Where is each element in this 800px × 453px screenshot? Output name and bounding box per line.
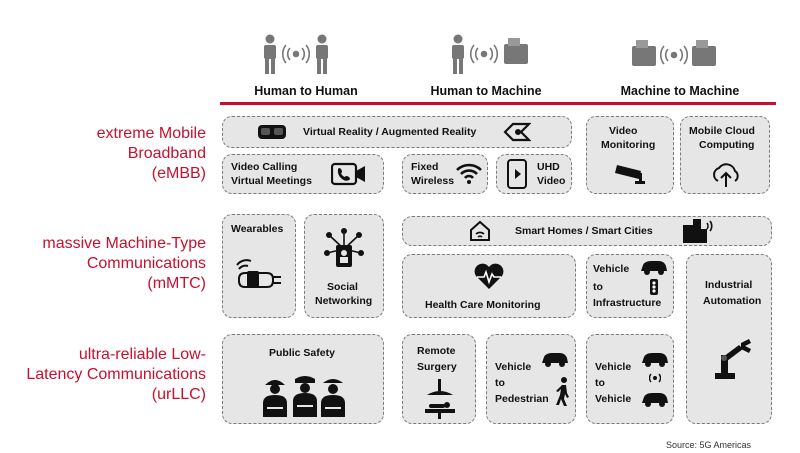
machine-to-machine-icon: [632, 40, 716, 66]
column-header-human-to-machine: Human to Machine: [430, 84, 542, 98]
category-urllc: ultra-reliable Low- Latency Communicatio…: [0, 345, 206, 409]
box-fixed-wireless: Fixed Wireless: [402, 154, 488, 194]
uhd-line-2: Video: [537, 175, 566, 187]
human-to-human-icon: [264, 34, 328, 74]
smartphone-video-icon: [507, 159, 527, 189]
box-v2i: Vehicle to Infrastructure: [586, 254, 674, 318]
v2p-line-2: to: [495, 377, 505, 389]
smartwatch-hand-icon: [236, 259, 281, 288]
car-icon: [641, 261, 667, 275]
box-industrial-automation: Industrial Automation: [686, 254, 772, 424]
signal-icon: [649, 373, 661, 383]
health-care-label: Health Care Monitoring: [425, 299, 541, 311]
social-line-1: Social: [327, 281, 358, 293]
video-monitoring-line-1: Video: [609, 125, 638, 137]
category-embb-line-2: Broadband: [127, 145, 206, 162]
box-video-monitoring: Video Monitoring: [586, 116, 674, 194]
box-v2p: Vehicle to Pedestrian: [486, 334, 576, 424]
industrial-line-2: Automation: [703, 295, 762, 307]
category-mmtc-line-1: massive Machine-Type: [42, 235, 206, 252]
box-video-calling: Video Calling Virtual Meetings: [222, 154, 384, 194]
video-calling-line-1: Video Calling: [231, 161, 298, 173]
video-calling-line-2: Virtual Meetings: [231, 175, 312, 187]
robot-arm-icon: [715, 339, 751, 379]
v2i-line-3: Infrastructure: [593, 297, 662, 309]
mobile-cloud-line-1: Mobile Cloud: [689, 125, 755, 137]
v2v-line-1: Vehicle: [595, 361, 632, 373]
mobile-cloud-line-2: Computing: [699, 139, 755, 151]
remote-surgery-line-2: Surgery: [417, 361, 457, 373]
v2v-line-3: Vehicle: [595, 393, 632, 405]
v2i-line-2: to: [593, 281, 603, 293]
category-embb-line-1: extreme Mobile: [96, 125, 206, 142]
category-embb-line-3: (eMBB): [151, 165, 206, 182]
box-wearables: Wearables: [222, 214, 296, 318]
smart-city-icon: [683, 219, 713, 243]
video-monitoring-line-2: Monitoring: [601, 139, 656, 151]
category-mmtc: massive Machine-Type Communications (mMT…: [0, 234, 206, 298]
box-mobile-cloud: Mobile Cloud Computing: [680, 116, 770, 194]
traffic-light-icon: [650, 279, 658, 295]
category-mmtc-line-3: (mMTC): [147, 275, 206, 292]
human-to-machine-icon: [452, 34, 528, 74]
category-urllc-line-2: Latency Communications: [26, 366, 206, 383]
header-divider: [220, 102, 776, 105]
wifi-icon: [456, 163, 482, 184]
remote-surgery-line-1: Remote: [417, 345, 456, 357]
cloud-upload-icon: [713, 163, 739, 187]
column-header-machine-to-machine: Machine to Machine: [620, 84, 740, 98]
box-remote-surgery: Remote Surgery: [402, 334, 476, 424]
box-public-safety: Public Safety: [222, 334, 384, 424]
box-smart-homes: Smart Homes / Smart Cities: [402, 216, 772, 246]
v2v-line-2: to: [595, 377, 605, 389]
smart-home-icon: [470, 220, 490, 241]
v2i-line-1: Vehicle: [593, 263, 630, 275]
box-vr-ar: Virtual Reality / Augmented Reality: [222, 116, 572, 148]
social-network-icon: [324, 228, 364, 267]
car-icon: [642, 353, 668, 367]
box-v2v: Vehicle to Vehicle: [586, 334, 674, 424]
fixed-wireless-line-1: Fixed: [411, 161, 439, 173]
category-urllc-line-3: (urLLC): [151, 386, 206, 403]
category-mmtc-line-2: Communications: [86, 255, 206, 272]
category-urllc-line-1: ultra-reliable Low-: [78, 346, 206, 363]
box-uhd-video: UHD Video: [496, 154, 572, 194]
pedestrian-icon: [556, 377, 569, 406]
security-camera-icon: [615, 165, 645, 184]
fixed-wireless-line-2: Wireless: [411, 175, 455, 187]
surgery-lamp-icon: [425, 379, 455, 419]
category-embb: extreme Mobile Broadband (eMBB): [0, 124, 206, 188]
v2p-line-3: Pedestrian: [495, 393, 549, 405]
box-social-networking: Social Networking: [304, 214, 384, 318]
video-call-icon: [331, 162, 365, 186]
industrial-line-1: Industrial: [705, 279, 753, 291]
first-responders-icon: [263, 376, 345, 417]
heart-monitor-icon: [474, 263, 504, 289]
wearables-label: Wearables: [231, 223, 284, 235]
source-note: Source: 5G Americas: [666, 440, 752, 450]
uhd-line-1: UHD: [537, 161, 560, 173]
smart-homes-label: Smart Homes / Smart Cities: [515, 225, 653, 237]
car-icon: [542, 353, 568, 367]
public-safety-label: Public Safety: [269, 347, 335, 359]
car-icon: [642, 393, 668, 407]
social-line-2: Networking: [315, 295, 373, 307]
vr-label: Virtual Reality / Augmented Reality: [303, 126, 477, 138]
vr-headset-icon: [258, 125, 286, 139]
box-health-care: Health Care Monitoring: [402, 254, 576, 318]
v2p-line-1: Vehicle: [495, 361, 532, 373]
ar-eye-icon: [503, 122, 531, 142]
column-header-human-to-human: Human to Human: [254, 84, 358, 98]
